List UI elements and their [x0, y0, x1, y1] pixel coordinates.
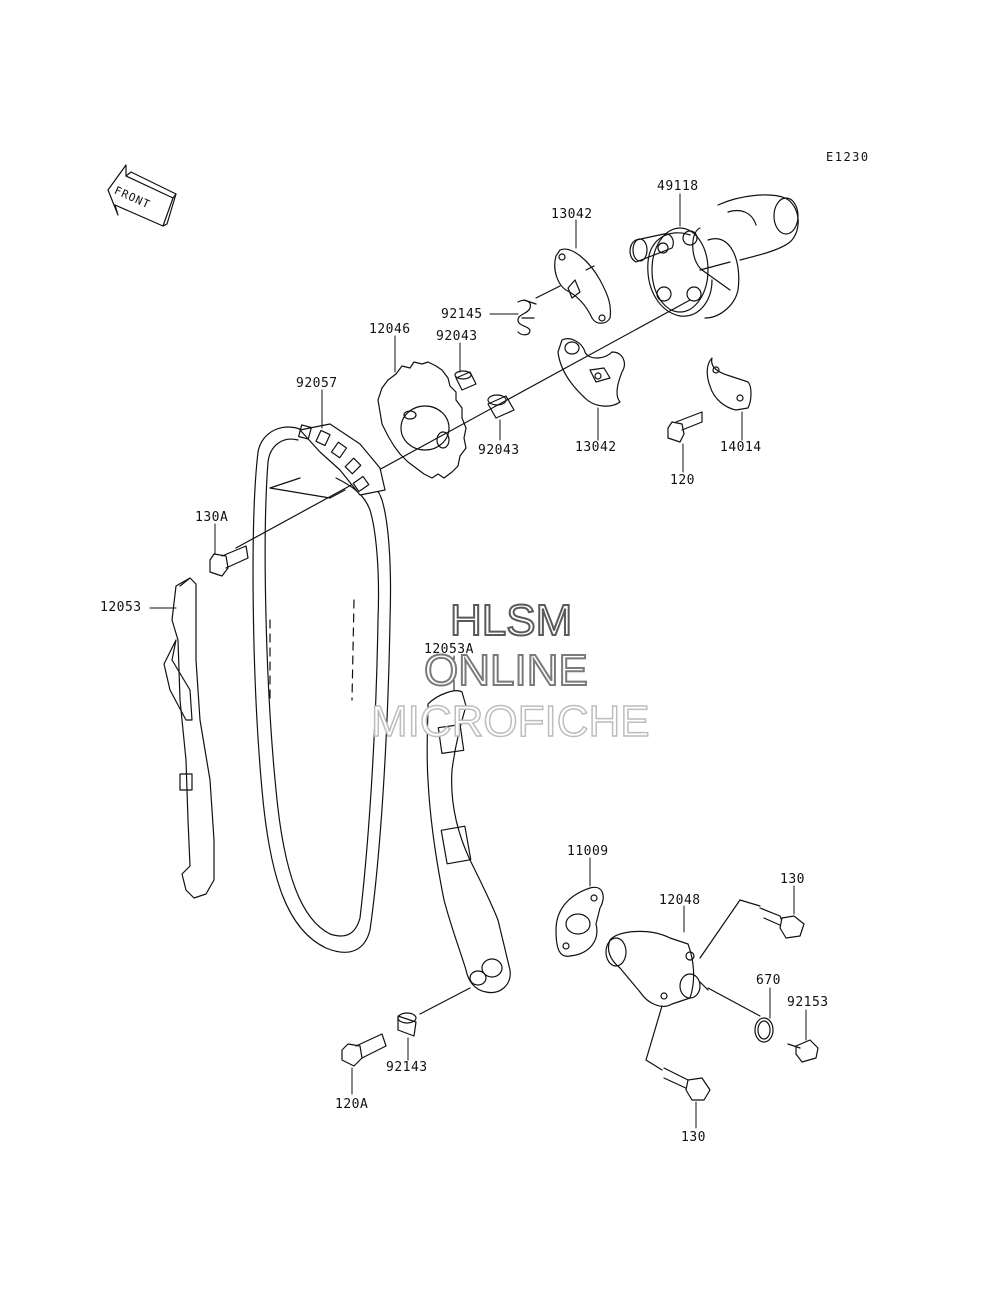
part-label-14014: 14014 [720, 440, 762, 455]
collar-92143 [398, 988, 470, 1036]
o-ring [755, 1018, 773, 1042]
spring [518, 300, 536, 335]
bolt-130-top [760, 908, 804, 938]
part-label-13042-bottom: 13042 [575, 440, 617, 455]
bolt-92153 [788, 1040, 818, 1062]
diagram-code: E1230 [826, 150, 870, 164]
watermark-line-3: MICROFICHE [370, 696, 650, 747]
part-label-13042-top: 13042 [551, 207, 593, 222]
part-label-92043-bottom: 92043 [478, 443, 520, 458]
part-label-120A: 120A [335, 1097, 369, 1112]
bolt-130-bottom [664, 1068, 710, 1100]
timing-chain [253, 424, 390, 952]
chain-tensioner [606, 931, 708, 1006]
bolt-130A [210, 546, 248, 576]
decomp-weight-bottom [558, 339, 624, 406]
part-label-92145: 92145 [441, 307, 483, 322]
part-label-92043-top: 92043 [436, 329, 478, 344]
bracket-plate [707, 358, 751, 410]
part-label-92153: 92153 [787, 995, 829, 1010]
part-label-92143: 92143 [386, 1060, 428, 1075]
cam-sprocket [378, 362, 466, 478]
watermark-line-2: ONLINE [423, 645, 589, 696]
decomp-weight-top [555, 249, 611, 323]
chain-guide-12053 [164, 578, 214, 898]
part-label-130A: 130A [195, 510, 229, 525]
chain-guide-12053A [427, 691, 510, 993]
bolt-120 [668, 412, 702, 442]
part-label-670: 670 [756, 973, 781, 988]
watermark-line-1: HLSM [449, 595, 573, 646]
part-label-11009: 11009 [567, 844, 609, 859]
bolt-120A [342, 1034, 386, 1066]
part-label-120: 120 [670, 473, 695, 488]
part-label-130-bottom: 130 [681, 1130, 706, 1145]
part-label-12046: 12046 [369, 322, 411, 337]
part-label-12048: 12048 [659, 893, 701, 908]
label-leaders [150, 194, 806, 1128]
part-label-12053: 12053 [100, 600, 142, 615]
part-label-12053A: 12053A [424, 642, 474, 657]
part-label-92057: 92057 [296, 376, 338, 391]
part-label-130-top: 130 [780, 872, 805, 887]
gasket [556, 887, 603, 956]
collar-92043-top [455, 371, 476, 390]
part-label-49118: 49118 [657, 179, 699, 194]
camshaft [630, 195, 798, 318]
front-arrow-icon [108, 165, 176, 226]
